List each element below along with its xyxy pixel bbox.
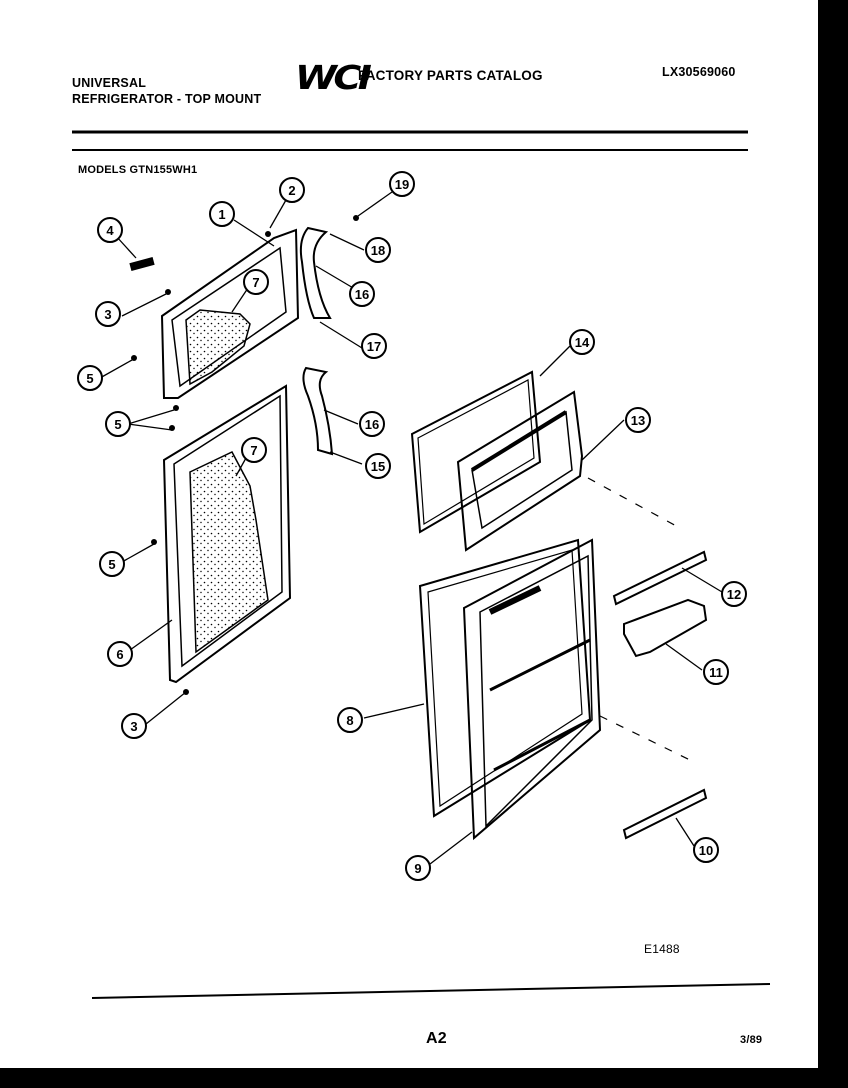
door-shelves <box>612 550 708 840</box>
callout-2: 2 <box>279 177 305 203</box>
svg-text:18: 18 <box>371 243 385 258</box>
footer-rule <box>91 983 771 999</box>
callout-leaders <box>99 191 723 865</box>
svg-text:12: 12 <box>727 587 741 602</box>
svg-text:11: 11 <box>709 665 723 680</box>
callout-3-top: 3 <box>95 301 121 327</box>
fresh-food-door <box>162 384 292 684</box>
catalog-title: FACTORY PARTS CATALOG <box>358 68 543 83</box>
callout-19: 19 <box>389 171 415 197</box>
page-number: A2 <box>426 1030 447 1047</box>
handles <box>299 226 334 456</box>
freezer-gasket-and-liner <box>410 370 584 552</box>
svg-text:4: 4 <box>106 223 114 238</box>
svg-text:3: 3 <box>130 719 137 734</box>
callouts: 1 2 4 3 7 5 19 18 16 17 5 7 16 15 5 6 3 … <box>77 171 747 881</box>
scan-border-bottom <box>0 1068 848 1088</box>
callout-17: 17 <box>361 333 387 359</box>
models-label: MODELS GTN155WH1 <box>78 164 198 176</box>
hardware <box>129 215 359 695</box>
wci-logo: WCI <box>295 58 372 97</box>
svg-text:16: 16 <box>355 287 369 302</box>
svg-text:8: 8 <box>346 713 353 728</box>
callout-16-bottom: 16 <box>359 411 385 437</box>
callout-4: 4 <box>97 217 123 243</box>
svg-text:3: 3 <box>104 307 111 322</box>
callout-10: 10 <box>693 837 719 863</box>
fresh-food-gasket-and-liner <box>418 538 602 841</box>
callout-18: 18 <box>365 237 391 263</box>
callout-12: 12 <box>721 581 747 607</box>
callout-16-top: 16 <box>349 281 375 307</box>
callout-7-bottom: 7 <box>241 437 267 463</box>
svg-text:6: 6 <box>116 647 123 662</box>
svg-text:15: 15 <box>371 459 385 474</box>
svg-text:10: 10 <box>699 843 713 858</box>
callout-1: 1 <box>209 201 235 227</box>
svg-text:19: 19 <box>395 177 409 192</box>
svg-text:14: 14 <box>575 335 590 350</box>
svg-text:9: 9 <box>414 861 421 876</box>
svg-text:1: 1 <box>218 207 225 222</box>
brand-line-1: UNIVERSAL <box>72 76 147 90</box>
catalog-code: LX30569060 <box>662 65 736 79</box>
header-rules <box>72 130 748 151</box>
svg-text:7: 7 <box>252 275 259 290</box>
svg-text:17: 17 <box>367 339 381 354</box>
svg-text:2: 2 <box>288 183 295 198</box>
svg-text:5: 5 <box>114 417 121 432</box>
svg-text:7: 7 <box>250 443 257 458</box>
scan-border-right <box>818 0 848 1088</box>
callout-8: 8 <box>337 707 363 733</box>
callout-14: 14 <box>569 329 595 355</box>
callout-5-top: 5 <box>77 365 103 391</box>
callout-5-bottom: 5 <box>99 551 125 577</box>
svg-text:16: 16 <box>365 417 379 432</box>
callout-13: 13 <box>625 407 651 433</box>
callout-7-top: 7 <box>243 269 269 295</box>
figure-code: E1488 <box>644 942 680 956</box>
freezer-door <box>160 228 300 399</box>
callout-5-mid: 5 <box>105 411 131 437</box>
callout-11: 11 <box>703 659 729 685</box>
callout-15: 15 <box>365 453 391 479</box>
svg-text:5: 5 <box>86 371 93 386</box>
brand-line-2: REFRIGERATOR - TOP MOUNT <box>72 92 262 106</box>
svg-text:5: 5 <box>108 557 115 572</box>
revision-date: 3/89 <box>740 1034 763 1046</box>
callout-9: 9 <box>405 855 431 881</box>
callout-6: 6 <box>107 641 133 667</box>
svg-text:13: 13 <box>631 413 645 428</box>
callout-3-bottom: 3 <box>121 713 147 739</box>
